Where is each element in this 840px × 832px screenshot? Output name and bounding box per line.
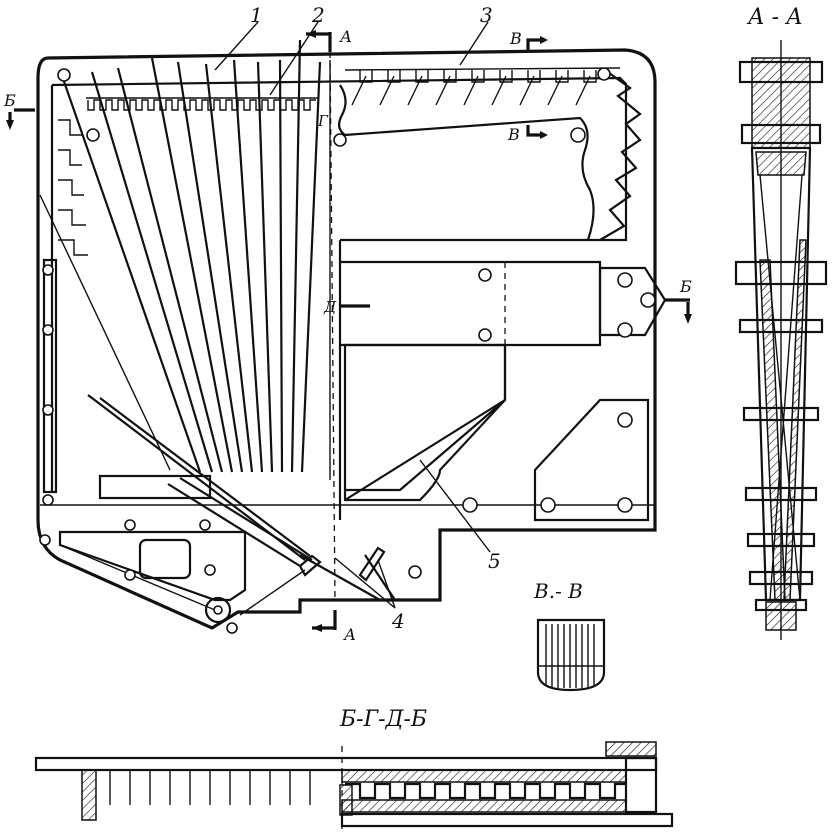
mark-g: Г [317,112,329,130]
left-stepped-guide [58,119,88,256]
mark-a-top: А [339,27,352,46]
callout-3: 3 [480,3,493,27]
mark-v-top: В [509,29,522,48]
mark-d: Д [323,298,337,316]
right-lug [598,266,667,337]
inner-frame [51,76,628,242]
comb-teeth-right [344,67,621,106]
cutaway-edge [338,84,595,241]
section-a-a-view [734,40,828,640]
callout-4: 4 [391,609,405,633]
main-view [6,21,692,634]
bolt-holes [39,67,656,581]
section-b-g-d-b-view [34,741,674,832]
left-rail [42,258,58,494]
title-section-v-v: В.- В [533,579,583,603]
section-cut-b [6,108,692,324]
mark-v-bottom: В [507,125,520,144]
right-zigzag-plates [599,69,642,241]
slanted-bars [39,39,331,480]
mark-b-right: Б [679,277,692,296]
lower-bracket [58,530,247,602]
title-section-b-g-d-b: Б-Г-Д-Б [339,707,427,732]
comb-teeth-left [86,97,318,111]
main-frame-outline [36,48,657,630]
title-section-a-a: А - А [746,5,803,30]
callout-1: 1 [250,3,263,27]
callout-2: 2 [311,3,325,27]
mark-a-bottom: А [343,625,356,644]
mark-b-left: Б [3,91,16,110]
central-plate [338,240,602,502]
pivot-wheel [204,596,232,624]
section-cut-v [526,36,548,139]
callout-5: 5 [488,549,501,573]
section-v-v-view [536,618,606,692]
lower-right-plate [533,398,650,522]
